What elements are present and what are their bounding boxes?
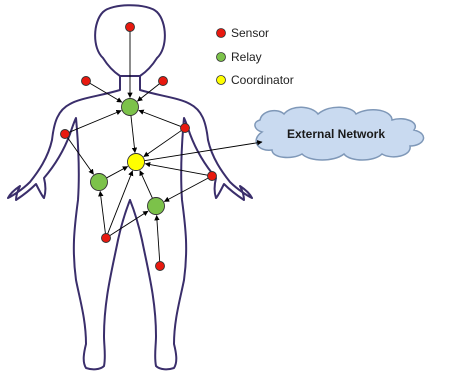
sensor-node-s1 [126,23,135,32]
sensor-node-s3 [159,77,168,86]
edge-s4-to-r2 [68,138,94,175]
legend-item-relay: Relay [217,50,262,64]
edge-s5-to-r1 [139,110,181,126]
relay-node-r3 [148,198,165,215]
legend-sensor-swatch [217,29,226,38]
sensor-node-s7 [102,234,111,243]
edges-layer [68,32,262,262]
external-network-cloud: External Network [255,107,424,160]
sensor-node-s6 [208,172,217,181]
legend-coordinator-swatch [217,76,226,85]
legend-relay-swatch [217,53,226,62]
nodes-layer [61,23,217,271]
legend-item-coordinator: Coordinator [217,73,294,87]
legend: Sensor Relay Coordinator [217,26,294,87]
sensor-node-s5 [181,124,190,133]
edge-s2-to-r1 [90,83,122,102]
legend-relay-label: Relay [231,50,262,64]
relay-node-r2 [91,174,108,191]
sensor-node-s4 [61,130,70,139]
cloud-label: External Network [287,127,385,141]
edge-c-to-cloud [144,142,262,161]
sensor-node-s8 [156,262,165,271]
edge-r2-to-c [106,167,127,178]
edge-s5-to-c [144,131,181,157]
legend-item-sensor: Sensor [217,26,270,40]
edge-s7-to-r2 [100,191,105,233]
edge-s6-to-c [145,164,207,175]
legend-sensor-label: Sensor [231,26,269,40]
sensor-node-s2 [82,77,91,86]
edge-r1-to-c [131,115,135,152]
edge-s6-to-r3 [164,178,208,201]
edge-s8-to-r3 [157,215,160,261]
edge-r3-to-c [140,171,153,199]
relay-node-r1 [122,99,139,116]
coordinator-node-c [128,154,145,171]
legend-coordinator-label: Coordinator [231,73,294,87]
